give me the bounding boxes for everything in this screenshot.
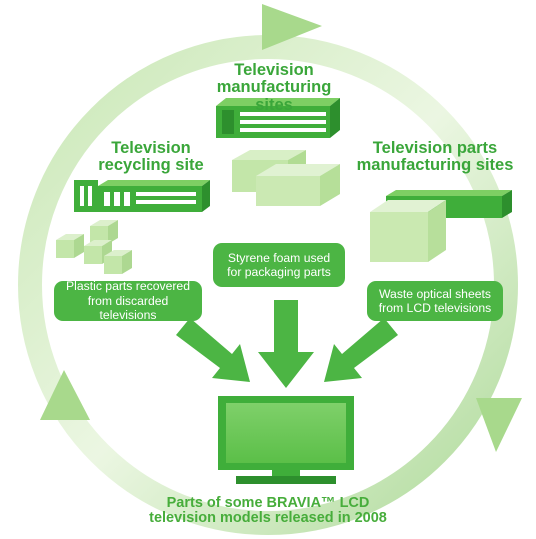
bravia-output-label: Parts of some BRAVIA™ LCD television mod… bbox=[118, 495, 418, 527]
output-line-2: television models released in 2008 bbox=[149, 510, 387, 527]
optical-sheets-line-2: from LCD televisions bbox=[378, 301, 492, 315]
tv-recycling-line-1: Television bbox=[111, 139, 191, 157]
tv-parts-manufacturing-sites-label: Television parts manufacturing sites bbox=[350, 139, 520, 175]
styrene-foam-line-1: Styrene foam used bbox=[227, 250, 331, 265]
tv-manufacturing-line-2: manufacturing sites bbox=[216, 78, 332, 114]
flow-arrows bbox=[176, 300, 398, 388]
optical-sheets-icon bbox=[370, 200, 446, 262]
plastic-parts-cubes-icon bbox=[56, 220, 132, 274]
arrow-from-right bbox=[324, 318, 398, 382]
arrow-from-center bbox=[258, 300, 314, 388]
ring-arrowhead-top bbox=[262, 4, 322, 50]
parts-manufacturing-line-1: Television parts bbox=[372, 139, 498, 157]
tv-manufacturing-line-1: Television bbox=[234, 61, 314, 79]
cycle-ring bbox=[18, 4, 522, 535]
arrow-from-left bbox=[176, 318, 250, 382]
styrene-foam-pill: Styrene foam used for packaging parts bbox=[213, 243, 345, 287]
tv-recycling-factory-icon bbox=[74, 180, 210, 212]
plastic-parts-pill: Plastic parts recovered from discarded t… bbox=[54, 279, 202, 323]
tv-recycling-line-2: recycling site bbox=[98, 156, 204, 175]
optical-sheets-line-1: Waste optical sheets bbox=[379, 286, 491, 301]
tv-manufacturing-sites-label: Television manufacturing sites bbox=[196, 61, 352, 114]
styrene-boxes-icon bbox=[232, 150, 340, 206]
plastic-parts-line-2: from discarded televisions bbox=[87, 293, 169, 323]
plastic-parts-line-1: Plastic parts recovered bbox=[66, 279, 190, 294]
tv-manufacturing-factory-icon bbox=[216, 98, 340, 138]
output-line-1: Parts of some BRAVIA™ LCD bbox=[166, 495, 370, 511]
ring-arrowhead-left bbox=[40, 370, 90, 420]
optical-sheets-pill: Waste optical sheets from LCD television… bbox=[367, 281, 503, 321]
ring-arrowhead-right bbox=[476, 398, 522, 452]
tv-recycling-site-label: Television recycling site bbox=[86, 139, 216, 175]
parts-manufacturing-line-2: manufacturing sites bbox=[356, 156, 514, 175]
styrene-foam-line-2: for packaging parts bbox=[227, 265, 331, 279]
lcd-television-icon bbox=[218, 396, 354, 484]
